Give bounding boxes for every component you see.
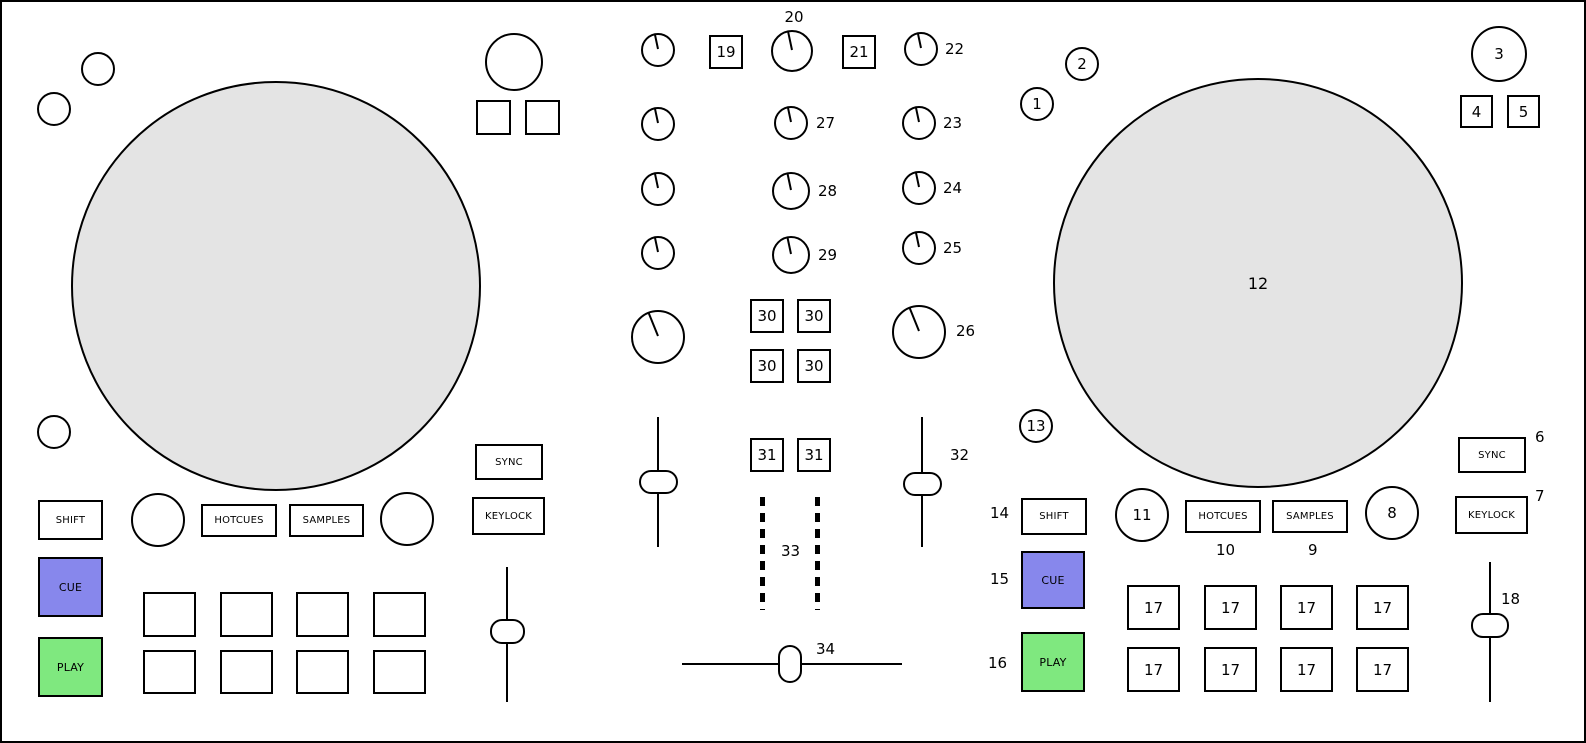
left-pitch-fader-handle[interactable]: [490, 619, 525, 644]
left-pad[interactable]: [143, 592, 196, 637]
right-load-button-4[interactable]: 4: [1460, 95, 1493, 128]
label-7: 7: [1535, 487, 1545, 505]
mixer-left-knob-3[interactable]: [641, 172, 675, 206]
mixer-left-big-knob[interactable]: [631, 310, 685, 364]
knob-26[interactable]: [892, 305, 946, 359]
button-19[interactable]: 19: [709, 35, 743, 69]
right-pad-17[interactable]: 17: [1356, 585, 1409, 630]
right-round-button-13[interactable]: 13: [1019, 409, 1053, 443]
right-browse-knob-3[interactable]: 3: [1471, 26, 1527, 82]
right-pad-17[interactable]: 17: [1280, 585, 1333, 630]
right-pad-17[interactable]: 17: [1204, 647, 1257, 692]
button-31[interactable]: 31: [750, 438, 784, 472]
label-29: 29: [818, 246, 838, 264]
left-pad[interactable]: [220, 650, 273, 694]
left-small-button-bottom[interactable]: [37, 92, 71, 126]
right-cue-button[interactable]: CUE: [1021, 551, 1085, 609]
knob-24[interactable]: [902, 171, 936, 205]
left-play-button[interactable]: PLAY: [38, 637, 103, 697]
button-31[interactable]: 31: [797, 438, 831, 472]
right-pad-17[interactable]: 17: [1204, 585, 1257, 630]
left-browse-knob[interactable]: [485, 33, 543, 91]
left-mode-button-b[interactable]: [380, 492, 434, 546]
right-hotcues-button[interactable]: HOTCUES: [1185, 500, 1261, 533]
right-small-button-2[interactable]: 2: [1065, 47, 1099, 81]
left-pad[interactable]: [143, 650, 196, 694]
right-mode-button-11[interactable]: 11: [1115, 488, 1169, 542]
label-24: 24: [943, 179, 963, 197]
right-pad-17[interactable]: 17: [1356, 647, 1409, 692]
vu-meter-left: [760, 497, 765, 610]
right-channel-fader-handle[interactable]: [903, 472, 942, 496]
left-hotcues-button[interactable]: HOTCUES: [201, 504, 277, 537]
label-16: 16: [988, 654, 1008, 672]
right-sync-button[interactable]: SYNC: [1458, 437, 1526, 473]
knob-28[interactable]: [772, 172, 810, 210]
knob-22[interactable]: [904, 32, 938, 66]
right-pitch-fader-handle[interactable]: [1471, 613, 1509, 638]
label-23: 23: [943, 114, 963, 132]
left-pad[interactable]: [373, 592, 426, 637]
label-28: 28: [818, 182, 838, 200]
button-30[interactable]: 30: [797, 299, 831, 333]
label-33: 33: [781, 542, 801, 560]
knob-23[interactable]: [902, 106, 936, 140]
left-channel-fader-handle[interactable]: [639, 470, 678, 494]
left-mode-button-a[interactable]: [131, 493, 185, 547]
knob-29[interactable]: [772, 236, 810, 274]
button-21[interactable]: 21: [842, 35, 876, 69]
left-keylock-button[interactable]: KEYLOCK: [472, 497, 545, 535]
label-20: 20: [784, 8, 804, 26]
label-25: 25: [943, 239, 963, 257]
left-load-button-a[interactable]: [476, 100, 511, 135]
button-30[interactable]: 30: [750, 349, 784, 383]
right-play-button[interactable]: PLAY: [1021, 632, 1085, 692]
mixer-left-knob-1[interactable]: [641, 33, 675, 67]
jog-wheel-left[interactable]: [71, 81, 481, 491]
label-26: 26: [956, 322, 976, 340]
button-30[interactable]: 30: [750, 299, 784, 333]
knob-20[interactable]: [771, 30, 813, 72]
label-32: 32: [950, 446, 970, 464]
label-6: 6: [1535, 428, 1545, 446]
label-34: 34: [816, 640, 836, 658]
label-22: 22: [945, 40, 965, 58]
vu-meter-right: [815, 497, 820, 610]
label-18: 18: [1501, 590, 1521, 608]
label-15: 15: [990, 570, 1010, 588]
right-pad-17[interactable]: 17: [1280, 647, 1333, 692]
crossfader-handle[interactable]: [778, 645, 802, 683]
jog-wheel-right-12[interactable]: 12: [1053, 78, 1463, 488]
left-round-button[interactable]: [37, 415, 71, 449]
left-sync-button[interactable]: SYNC: [475, 444, 543, 480]
label-27: 27: [816, 114, 836, 132]
left-pad[interactable]: [296, 592, 349, 637]
left-samples-button[interactable]: SAMPLES: [289, 504, 364, 537]
left-load-button-b[interactable]: [525, 100, 560, 135]
mixer-left-knob-2[interactable]: [641, 107, 675, 141]
right-keylock-button[interactable]: KEYLOCK: [1455, 496, 1528, 534]
left-pad[interactable]: [296, 650, 349, 694]
label-10: 10: [1216, 541, 1236, 559]
right-mode-button-8[interactable]: 8: [1365, 486, 1419, 540]
label-14: 14: [990, 504, 1010, 522]
mixer-left-knob-4[interactable]: [641, 236, 675, 270]
right-shift-button[interactable]: SHIFT: [1021, 498, 1087, 535]
right-pad-17[interactable]: 17: [1127, 647, 1180, 692]
right-pad-17[interactable]: 17: [1127, 585, 1180, 630]
right-samples-button[interactable]: SAMPLES: [1272, 500, 1348, 533]
left-pad[interactable]: [220, 592, 273, 637]
left-shift-button[interactable]: SHIFT: [38, 500, 103, 540]
knob-25[interactable]: [902, 231, 936, 265]
left-small-button-top[interactable]: [81, 52, 115, 86]
knob-27[interactable]: [774, 106, 808, 140]
button-30[interactable]: 30: [797, 349, 831, 383]
left-pad[interactable]: [373, 650, 426, 694]
right-load-button-5[interactable]: 5: [1507, 95, 1540, 128]
label-9: 9: [1308, 541, 1318, 559]
left-cue-button[interactable]: CUE: [38, 557, 103, 617]
right-small-button-1[interactable]: 1: [1020, 87, 1054, 121]
